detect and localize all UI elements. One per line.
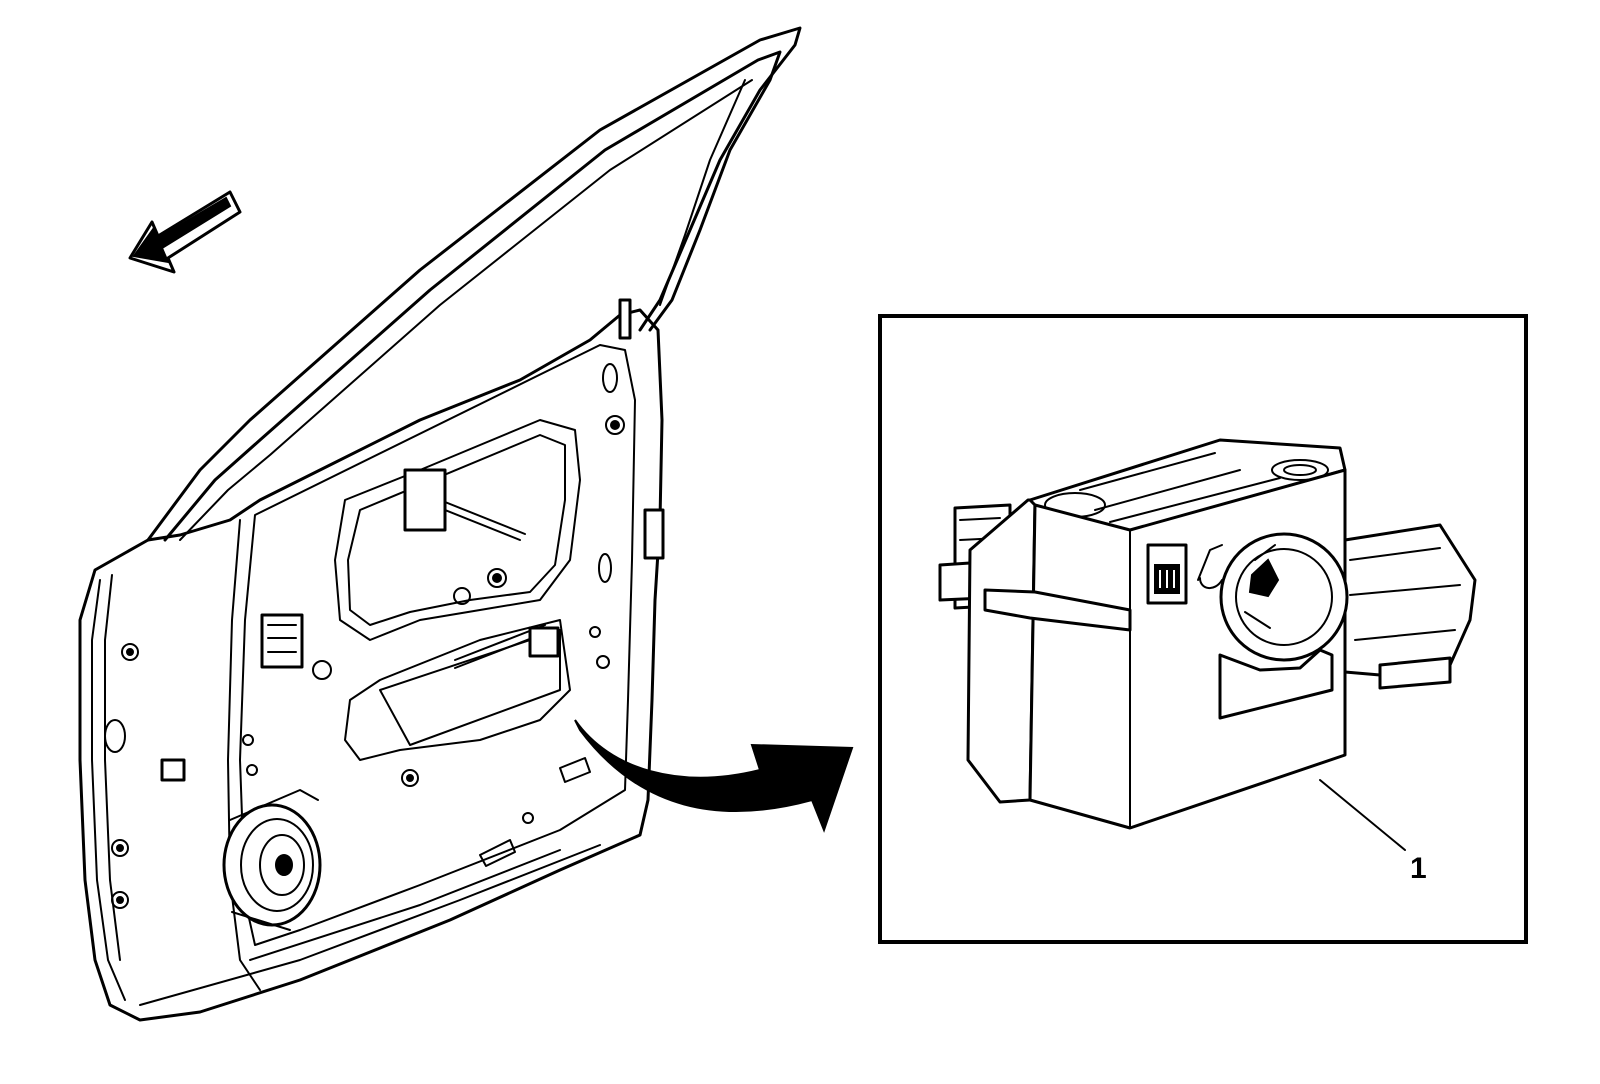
front-direction-arrow-icon [128,190,242,274]
callout-1: 1 [1319,779,1427,885]
callout-number-1: 1 [1410,852,1427,885]
front-door-assembly [78,26,802,1022]
curved-arrow-icon [574,719,854,833]
callout-leader-line [1319,779,1406,851]
side-impact-sensor [938,438,1477,830]
